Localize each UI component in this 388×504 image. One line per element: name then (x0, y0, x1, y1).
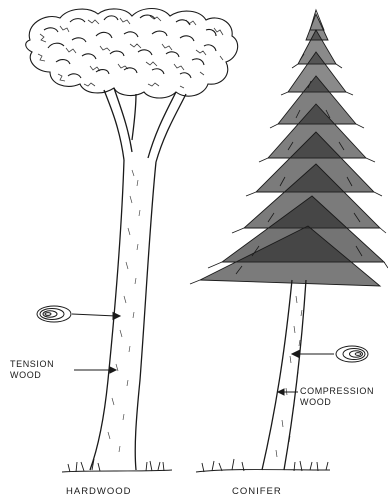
tension-wood-section (37, 306, 71, 322)
tension-wood-label-line1: TENSION (10, 359, 54, 370)
tension-wood-label-line2: WOOD (10, 370, 54, 381)
compression-wood-label-line2: WOOD (300, 397, 374, 408)
tension-wood-label: TENSION WOOD (10, 359, 54, 381)
hardwood-bark-texture (108, 170, 140, 452)
tension-wood-leader (74, 367, 116, 373)
hardwood-caption: HARDWOOD (66, 486, 132, 497)
hardwood-canopy (26, 9, 238, 99)
hardwood-canopy-shading (38, 16, 223, 88)
hardwood-tree (26, 9, 238, 473)
compression-wood-section (336, 346, 368, 362)
compression-wood-label: COMPRESSION WOOD (300, 386, 374, 408)
compression-section-arrow (292, 351, 334, 358)
tension-section-arrow (72, 313, 120, 320)
conifer-trunk (262, 280, 306, 470)
conifer-caption: CONIFER (232, 486, 282, 497)
hardwood-trunk (90, 88, 186, 470)
conifer-foliage (200, 10, 384, 286)
hardwood-ground (62, 459, 172, 472)
compression-wood-label-line1: COMPRESSION (300, 386, 374, 397)
